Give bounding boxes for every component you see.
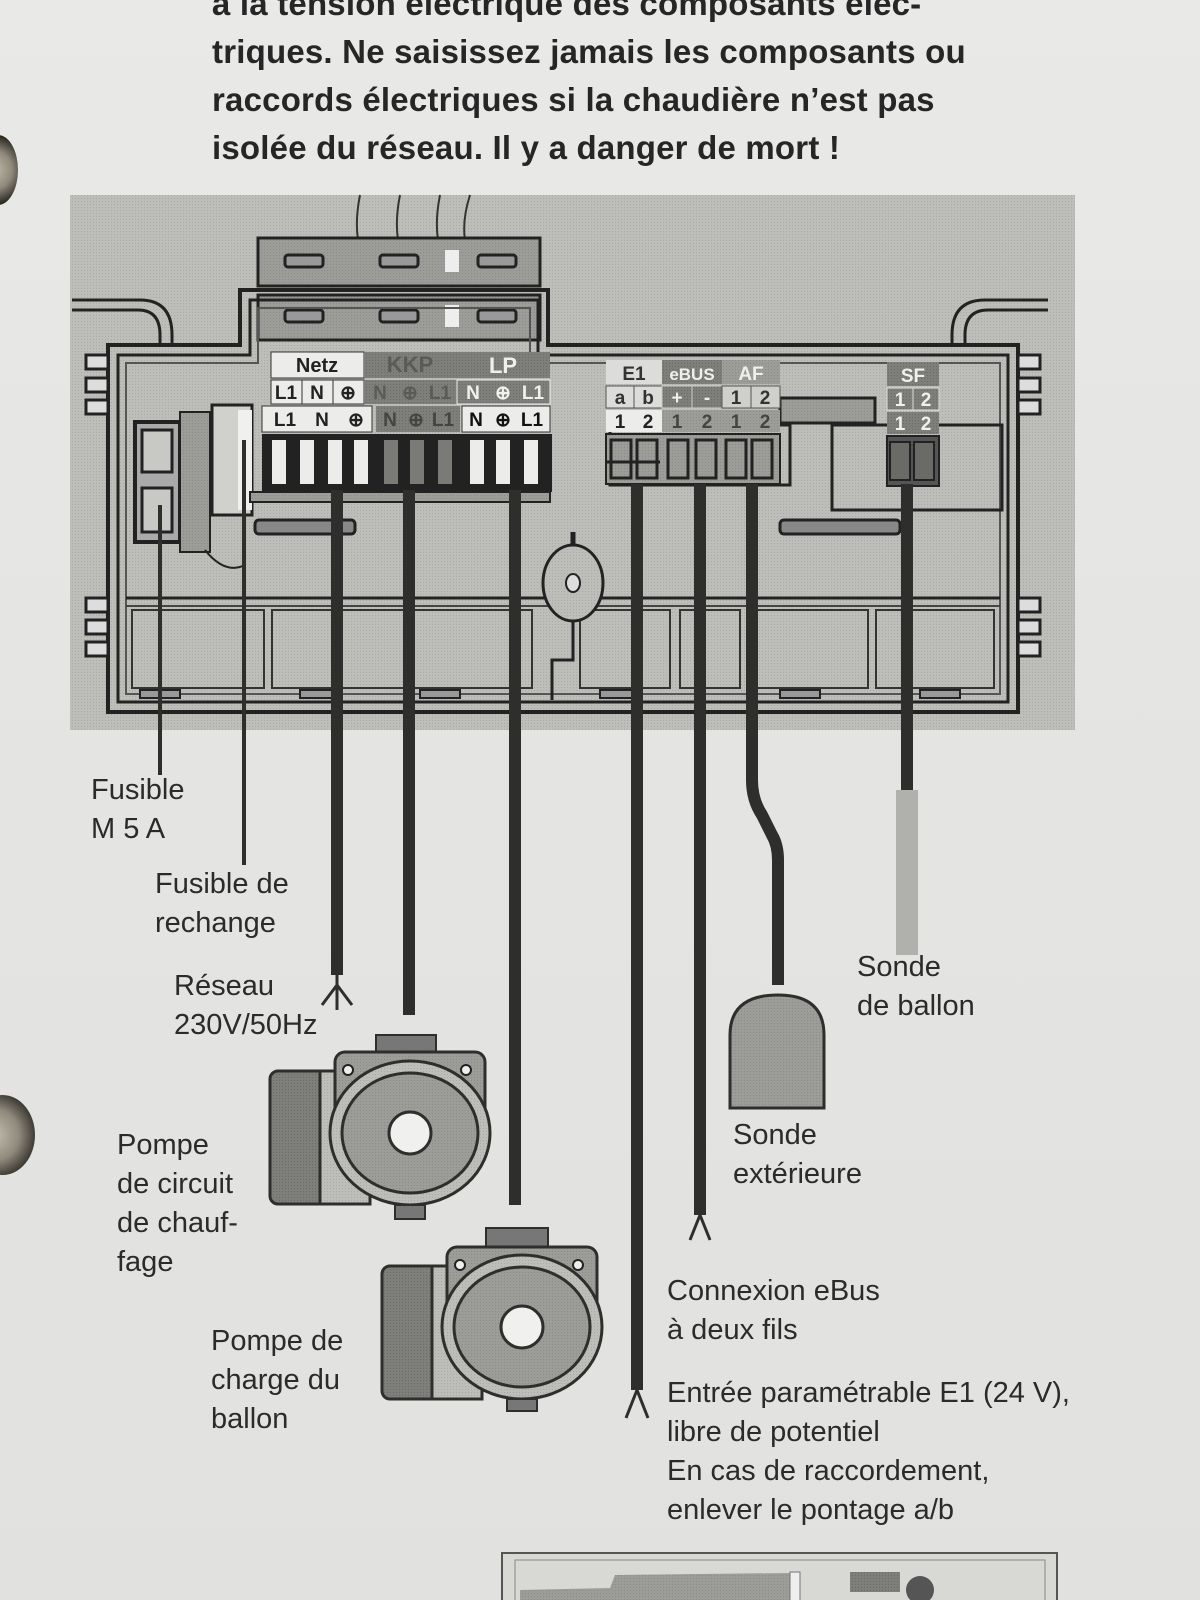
cylinder-sensor-probe-icon: [896, 790, 918, 955]
warning-line: isolée du réseau. Il y a danger de mort …: [212, 129, 841, 166]
terminal-pin: 1: [895, 414, 906, 435]
terminal-pin: 1: [615, 412, 626, 433]
label-ebus: Connexion eBus à deux fils: [667, 1272, 880, 1350]
danger-warning-text: à la tension électrique des composants é…: [212, 0, 1112, 172]
label-line: Fusible: [91, 774, 185, 806]
terminal-pin: 2: [760, 388, 771, 409]
label-line: Pompe de: [211, 1325, 344, 1357]
label-line: charge du: [211, 1364, 340, 1396]
circulation-pump-icon: [268, 1034, 492, 1220]
terminal-label-sf: SF: [901, 366, 925, 387]
outdoor-sensor-cable: [746, 484, 784, 985]
terminal-pin: 2: [643, 412, 654, 433]
earth-symbol: ⊕: [495, 383, 511, 404]
label-line: ballon: [211, 1403, 289, 1435]
label-line: à deux fils: [667, 1314, 798, 1346]
label-line: Sonde: [857, 951, 941, 983]
label-mains: Réseau 230V/50Hz: [174, 967, 318, 1045]
terminal-pin: 1: [731, 388, 742, 409]
wires: [158, 440, 913, 1390]
label-line: libre de potentiel: [667, 1416, 880, 1448]
terminal-pin: L1: [432, 410, 455, 431]
stripped-cable-end-icon: [320, 975, 354, 1010]
earth-symbol: ⊕: [348, 410, 364, 431]
terminal-pin: 1: [731, 412, 742, 433]
terminal-pin: 2: [921, 414, 932, 435]
earth-symbol: ⊕: [340, 383, 356, 404]
terminal-pin: b: [642, 388, 654, 409]
label-line: Entrée paramétrable E1 (24 V),: [667, 1377, 1070, 1409]
terminal-pin: 1: [672, 412, 683, 433]
warning-line: à la tension électrique des composants é…: [212, 0, 922, 22]
terminal-pin: L1: [274, 410, 297, 431]
screw-terminals-mains: [249, 434, 552, 503]
earth-symbol: ⊕: [408, 410, 424, 431]
terminal-pin: N: [383, 410, 397, 431]
label-e1-input: Entrée paramétrable E1 (24 V), libre de …: [667, 1374, 1070, 1530]
next-figure-partial: [501, 1552, 1058, 1600]
terminal-label-ebus: eBUS: [669, 365, 714, 384]
warning-line: triques. Ne saisissez jamais les composa…: [212, 33, 966, 70]
terminal-pin: L1: [275, 383, 298, 404]
label-line: rechange: [155, 907, 276, 939]
terminal-label-kkp: KKP: [387, 352, 433, 377]
binder-hole-top: [0, 135, 18, 205]
terminal-strip-mains: Netz KKP LP L1 N ⊕ N ⊕ L1 N ⊕ L1 L1 N ⊕: [249, 351, 552, 503]
label-line: M 5 A: [91, 813, 166, 845]
label-line: Connexion eBus: [667, 1275, 880, 1307]
warning-line: raccords électriques si la chaudière n’e…: [212, 81, 935, 118]
terminal-label-e1: E1: [622, 364, 646, 385]
label-line: Sonde: [733, 1119, 817, 1151]
terminal-pin: 2: [921, 390, 932, 411]
terminal-pin: N: [310, 383, 324, 404]
terminal-pin: L1: [521, 410, 544, 431]
fuse-holder: [133, 403, 254, 569]
label-fuse: Fusible M 5 A: [91, 771, 185, 849]
terminal-strip-low-voltage: E1 eBUS AF a b + - 1 2 1 2 1 2 1 2: [605, 360, 781, 485]
label-line: de circuit: [117, 1168, 234, 1200]
circulation-pump-icon: [380, 1227, 604, 1412]
earth-symbol: ⊕: [495, 410, 511, 431]
terminal-pin: +: [671, 388, 682, 409]
label-line: Fusible de: [155, 868, 289, 900]
earth-symbol: ⊕: [402, 383, 418, 404]
terminal-pin: 1: [895, 390, 906, 411]
terminal-pin: L1: [429, 383, 452, 404]
label-cylinder-sensor: Sonde de ballon: [857, 948, 975, 1026]
terminal-pin: N: [373, 383, 387, 404]
terminal-pin: L1: [522, 383, 545, 404]
terminal-strip-cylinder-sensor: SF 1 2 1 2: [886, 362, 940, 487]
terminal-pin: N: [469, 410, 483, 431]
label-line: extérieure: [733, 1158, 862, 1190]
label-line: de ballon: [857, 990, 975, 1022]
label-line: de chauf-: [117, 1207, 238, 1239]
terminal-pin: N: [466, 383, 480, 404]
label-line: Pompe: [117, 1129, 209, 1161]
label-spare-fuse: Fusible de rechange: [155, 865, 289, 943]
label-line: fage: [117, 1246, 174, 1278]
terminal-label-netz: Netz: [296, 355, 338, 377]
label-line: 230V/50Hz: [174, 1009, 318, 1041]
label-line: En cas de raccordement,: [667, 1455, 990, 1487]
terminal-label-lp: LP: [489, 353, 517, 378]
stripped-cable-end-icon: [624, 1389, 650, 1419]
terminal-pin: a: [615, 388, 626, 409]
label-line: Réseau: [174, 970, 274, 1002]
terminal-pin: 2: [702, 412, 713, 433]
label-outdoor-sensor: Sonde extérieure: [733, 1116, 862, 1194]
terminal-pin: 2: [760, 412, 771, 433]
label-heating-pump: Pompe de circuit de chauf- fage: [117, 1126, 238, 1282]
terminal-pin: N: [315, 410, 329, 431]
terminal-pin: -: [704, 388, 710, 409]
label-cylinder-pump: Pompe de charge du ballon: [211, 1322, 343, 1439]
outdoor-sensor-icon: [728, 993, 826, 1110]
stripped-cable-end-icon: [688, 1214, 712, 1241]
terminal-label-af: AF: [738, 364, 763, 385]
label-line: enlever le pontage a/b: [667, 1494, 954, 1526]
